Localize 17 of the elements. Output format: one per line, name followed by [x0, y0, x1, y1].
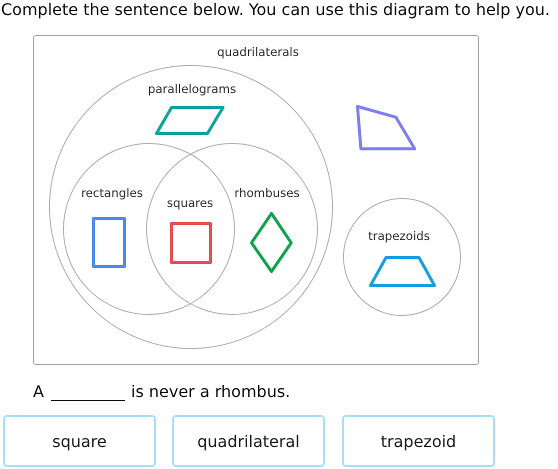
set-label: parallelograms — [148, 82, 236, 96]
set-label: rectangles — [81, 186, 143, 200]
set-label: squares — [166, 196, 214, 210]
venn-circle — [48, 65, 332, 349]
venn-circle — [343, 198, 462, 316]
set-label: rhombuses — [234, 186, 300, 200]
sentence-text: A — [33, 382, 44, 401]
sentence-text: is never a rhombus. — [131, 382, 290, 401]
instruction-text: Complete the sentence below. You can use this diagram to help you. — [1, 0, 550, 19]
answer-choice-button: quadrilateral — [172, 415, 325, 467]
answer-choice-button: square — [3, 415, 156, 467]
venn-circle — [146, 142, 318, 314]
venn-universe-box — [33, 35, 479, 365]
set-label: quadrilaterals — [217, 45, 299, 59]
answer-choice-button: trapezoid — [342, 415, 495, 467]
set-label: trapezoids — [368, 228, 430, 243]
venn-circle — [63, 142, 235, 314]
